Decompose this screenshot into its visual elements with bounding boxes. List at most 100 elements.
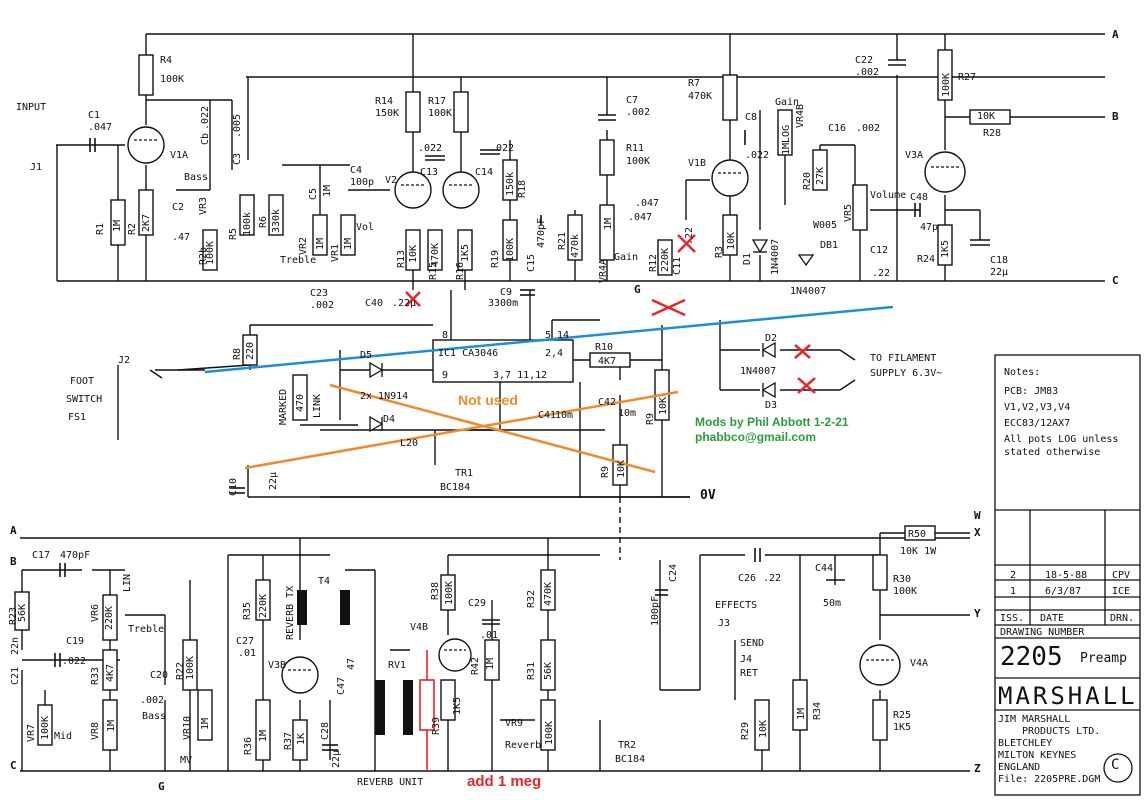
c17-label: C17 xyxy=(32,550,51,561)
r9-value: 10K xyxy=(658,396,669,415)
c20-value: .002 xyxy=(140,695,165,706)
c44-value: 50m xyxy=(823,598,842,609)
r39-label: R39 xyxy=(431,716,442,735)
c47-label: C47 xyxy=(336,676,347,695)
r9b-label: R9 xyxy=(600,465,611,478)
c9-label: C9 xyxy=(500,287,513,298)
bus-label-g-top: G xyxy=(634,283,641,296)
r16-value: 1K5 xyxy=(460,243,471,262)
c29-value: .01 xyxy=(480,630,499,641)
j4-label: J4 xyxy=(740,654,753,665)
volume-label: Volume xyxy=(870,190,907,201)
v4b-label: V4B xyxy=(410,622,429,633)
vr3-label: VR3 xyxy=(198,196,209,215)
c13-label: C13 xyxy=(420,167,439,178)
ret-label: RET xyxy=(740,668,759,679)
bus-label-a-bottom: A xyxy=(10,524,17,537)
reverb-label: Reverb xyxy=(505,740,542,751)
r14-label: R14 xyxy=(375,96,394,107)
j2-label: J2 xyxy=(118,355,131,366)
c41-value: 10m xyxy=(555,410,574,421)
c5-label: C5 xyxy=(308,187,319,200)
c11-value: .22 xyxy=(684,226,695,245)
c26-value: .22 xyxy=(763,573,782,584)
r18-value: 150k xyxy=(505,171,516,196)
c22-value: .002 xyxy=(855,67,880,78)
switch-label: SWITCH xyxy=(66,394,103,405)
r20-label: R20 xyxy=(802,171,813,190)
d1-label: D1 xyxy=(742,252,753,265)
v2-label: V2 xyxy=(385,175,398,186)
rv1-label: RV1 xyxy=(388,660,407,671)
r21-label: R21 xyxy=(557,231,568,250)
r35-value: 220K xyxy=(258,593,269,618)
r37-value: 1K xyxy=(296,732,307,745)
link-label: LINK xyxy=(312,393,323,418)
r5-value: 100k xyxy=(242,211,253,236)
r32-value: 470K xyxy=(543,581,554,606)
fs1-label: FS1 xyxy=(68,412,87,423)
c10-label: C10 xyxy=(228,477,239,496)
vr4b-value: 1MLOG xyxy=(781,124,792,155)
c22-label: C22 xyxy=(855,55,874,66)
db1-value: W005 xyxy=(813,220,838,231)
c27-value: .01 xyxy=(238,648,257,659)
r2-value: 2K7 xyxy=(141,213,152,232)
mv-label: MV xyxy=(180,755,193,766)
r20-value: 27K xyxy=(815,166,826,185)
r28-value: 10K xyxy=(977,111,996,122)
c7-label: C7 xyxy=(626,95,639,106)
c39-label: .047 xyxy=(635,198,660,209)
r18-label: R18 xyxy=(517,179,528,198)
d1b-value: 1N4007 xyxy=(790,286,827,297)
c15-label: C15 xyxy=(526,253,537,272)
to-filament-label: TO FILAMENT xyxy=(870,353,937,364)
bus-label-b-bottom: B xyxy=(10,555,17,568)
brand-marshall: MARSHALL xyxy=(998,682,1138,710)
marked-label: MARKED xyxy=(278,388,289,425)
c19-value: .022 xyxy=(62,656,87,667)
not-used-annotation: Not used xyxy=(458,392,518,408)
notes-line: V1,V2,V3,V4 xyxy=(1004,402,1071,413)
ic-pin-3-7: 3,7 11,12 xyxy=(493,370,548,381)
rev-date-2: 18-5-88 xyxy=(1045,570,1088,581)
r28-label: R28 xyxy=(983,128,1002,139)
vr6-label: VR6 xyxy=(90,603,101,622)
d3-label: D3 xyxy=(765,400,778,411)
r50-value: 10K 1W xyxy=(900,546,937,557)
v1a-label: V1A xyxy=(170,150,189,161)
c28-label: C28 xyxy=(320,721,331,740)
ic-pin-2-4: 2,4 xyxy=(545,348,564,359)
r37-label: R37 xyxy=(283,731,294,750)
company-block: JIM MARSHALL PRODUCTS LTD. BLETCHLEY MIL… xyxy=(998,714,1100,786)
file-name: File: 2205PRE.DGM xyxy=(998,774,1101,785)
c9-value: 3300m xyxy=(488,298,519,309)
lin-label: LIN xyxy=(122,573,133,592)
c44-label: C44 xyxy=(815,563,834,574)
notes-line: All pots LOG unless xyxy=(1004,434,1119,445)
c11-label: C11 xyxy=(672,256,683,275)
company-line: PRODUCTS LTD. xyxy=(1022,726,1101,737)
c3-label: C3 xyxy=(232,152,243,165)
c17-value: 470pF xyxy=(60,550,91,561)
tr2-value: BC184 xyxy=(615,754,646,765)
input-label: INPUT xyxy=(16,102,47,113)
vr7-value: 100K xyxy=(40,715,51,740)
c8-label: C8 xyxy=(745,112,758,123)
r7-label: R7 xyxy=(688,78,701,89)
cb-label: Cb xyxy=(200,132,211,145)
vol-label: Vol xyxy=(356,222,375,233)
r1-label: R1 xyxy=(95,222,106,235)
r50-label: R50 xyxy=(908,529,927,540)
r30-value: 100K xyxy=(893,586,918,597)
c5-value: 1M xyxy=(322,184,333,197)
r22-value: 100K xyxy=(185,655,196,680)
c20-label: C20 xyxy=(150,670,169,681)
company-line: ENGLAND xyxy=(998,762,1041,773)
rev-drn-2: CPV xyxy=(1112,570,1131,581)
c8-value: .022 xyxy=(745,150,770,161)
r8-value: 220 xyxy=(245,341,256,360)
r9-label: R9 xyxy=(645,412,656,425)
r19-label: R19 xyxy=(490,249,501,268)
